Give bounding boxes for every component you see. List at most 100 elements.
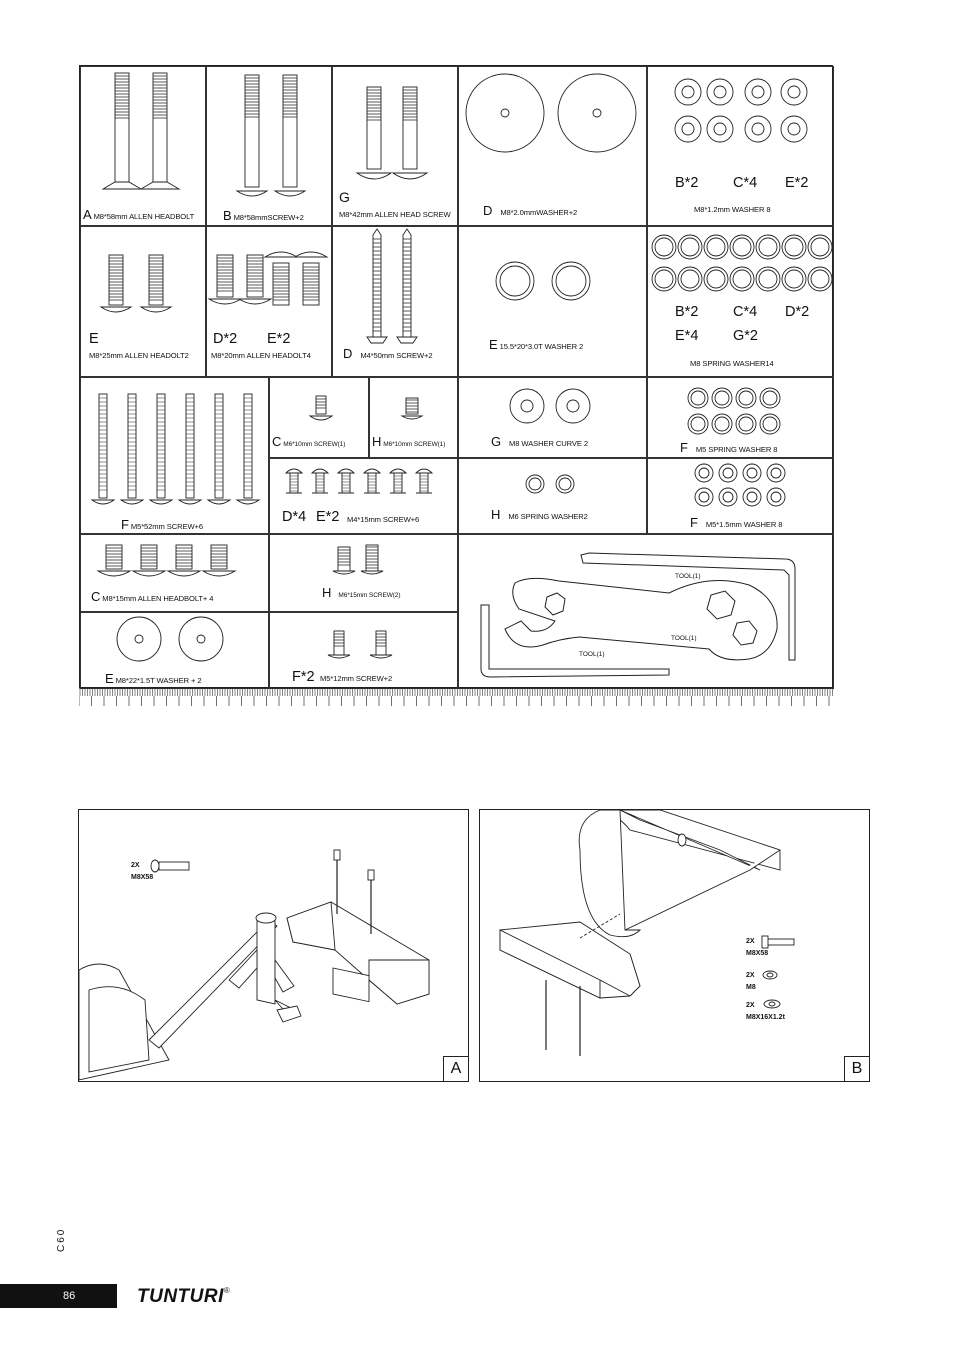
part-label: F M5 SPRING WASHER 8: [680, 440, 778, 455]
hardware-spec: M8X58: [746, 950, 769, 957]
part-label: H M6*15mm SCREW(2): [322, 585, 401, 600]
washer-drawing: [694, 463, 786, 507]
hex-key-large: [580, 552, 796, 661]
bolt-drawing: [99, 254, 173, 313]
screw-drawing: [327, 630, 393, 659]
part-cell-F-screw-12: F*2 M5*12mm SCREW+2: [269, 612, 458, 689]
part-cell-D-screw: D M4*50mm SCREW+2: [332, 226, 458, 377]
rear-housing: [578, 809, 642, 938]
qty-label: E*2: [316, 509, 340, 525]
part-label: M8*1.2mm WASHER 8: [694, 205, 771, 214]
rear-stabilizer-assembly-drawing: [499, 809, 795, 1056]
part-label: G M8 WASHER CURVE 2: [491, 434, 588, 449]
qty-label: E*2: [267, 331, 291, 347]
tool-label: TOOL(1): [579, 651, 605, 658]
qty-label: B*2: [675, 175, 699, 191]
stabilizer-assembly-drawing: [78, 849, 430, 1081]
screw-drawing: [332, 544, 384, 575]
part-label: M8*42mm ALLEN HEAD SCREW: [339, 210, 451, 219]
bolt-drawing: [96, 544, 237, 577]
part-cell-washer-1.2: B*2 C*4 E*2 M8*1.2mm WASHER 8: [647, 66, 834, 226]
hardware-qty: 2X: [746, 972, 755, 979]
qty-label: C*4: [733, 304, 758, 320]
hardware-qty: 2X: [746, 938, 755, 945]
washer-drawing: [509, 388, 591, 424]
part-label: D M4*50mm SCREW+2: [343, 346, 433, 361]
spring-washer-drawing: [651, 234, 833, 292]
qty-label: E*2: [785, 175, 809, 191]
part-cell-D-washer: D M8*2.0mmWASHER+2: [458, 66, 647, 226]
part-cell-G-washer-curve: G M8 WASHER CURVE 2: [458, 377, 647, 458]
tool-label: TOOL(1): [671, 635, 697, 642]
part-cell-H-screw-15: H M6*15mm SCREW(2): [269, 534, 458, 612]
screw-drawing: [366, 228, 418, 344]
qty-label: E*4: [675, 328, 699, 344]
screw-drawing: [90, 393, 261, 505]
screw-drawing: [235, 74, 307, 197]
qty-label: D*2: [785, 304, 810, 320]
screw-drawing: [355, 86, 429, 180]
part-label: M5*12mm SCREW+2: [320, 674, 393, 683]
qty-label: D*4: [282, 509, 307, 525]
page-number-bar: 86: [0, 1284, 117, 1308]
part-cell-E-bolt: E M8*25mm ALLEN HEADOLT2: [80, 226, 206, 377]
spring-washer-drawing: [525, 474, 575, 494]
part-label: D M8*2.0mmWASHER+2: [483, 203, 578, 218]
qty-label: D*2: [213, 331, 238, 347]
qty-label: C*4: [733, 175, 758, 191]
part-cell-G: G M8*42mm ALLEN HEAD SCREW: [332, 66, 458, 226]
panel-label-b: B: [844, 1056, 869, 1081]
measuring-ruler: [79, 688, 833, 706]
screw-drawing: [308, 395, 334, 421]
page-number: 86: [63, 1290, 76, 1302]
hex-key-small: [480, 604, 670, 678]
assembly-panel-b: 2X M8X58 2X M8 2X M8X16X1.2t B: [479, 809, 870, 1082]
part-cell-DE-bolt: D*2 E*2 M8*20mm ALLEN HEADOLT4: [206, 226, 332, 377]
part-cell-tools: TOOL(1) TOOL(1) TOOL(1): [458, 534, 834, 689]
hardware-qty: 2X: [131, 862, 140, 869]
washer-drawing: [116, 616, 224, 662]
tools-drawing: [480, 552, 796, 678]
part-cell-F-spring-washer: F M5 SPRING WASHER 8: [647, 377, 834, 458]
washer-drawing: [465, 73, 637, 153]
panel-label-a: A: [443, 1056, 468, 1081]
qty-label: F*2: [292, 669, 315, 685]
part-label: M8*25mm ALLEN HEADOLT2: [89, 351, 189, 360]
part-label: M8*20mm ALLEN HEADOLT4: [211, 351, 311, 360]
part-cell-spring-washer: B*2 C*4 D*2 E*4 G*2 M8 SPRING WASHER14: [647, 226, 834, 377]
hardware-spec: M8X16X1.2t: [746, 1014, 785, 1021]
qty-label: B*2: [675, 304, 699, 320]
part-letter: E: [89, 331, 99, 347]
qty-label: G*2: [733, 328, 758, 344]
part-label: F M5*1.5mm WASHER 8: [690, 515, 783, 530]
bolt-drawing: [207, 251, 329, 306]
part-letter: G: [339, 189, 350, 205]
hardware-spec: M8: [746, 984, 756, 991]
washer-drawing: [495, 261, 591, 301]
main-rail: [148, 919, 278, 1049]
part-cell-F-washer: F M5*1.5mm WASHER 8: [647, 458, 834, 534]
allen-bolt-drawing: [101, 72, 181, 190]
model-name: C60: [56, 1227, 67, 1252]
washer-drawing: [674, 78, 808, 143]
wrench-body: [504, 577, 778, 661]
part-cell-M4-screw: D*4 E*2 M4*15mm SCREW+6: [269, 458, 458, 534]
part-cell-H-spring-washer: H M6 SPRING WASHER2: [458, 458, 647, 534]
part-label: H M6 SPRING WASHER2: [491, 507, 588, 522]
brand-logo: TUNTURI®: [137, 1286, 231, 1307]
screw-drawing: [284, 468, 434, 494]
spring-washer-drawing: [687, 387, 781, 435]
hardware-qty: 2X: [746, 1002, 755, 1009]
